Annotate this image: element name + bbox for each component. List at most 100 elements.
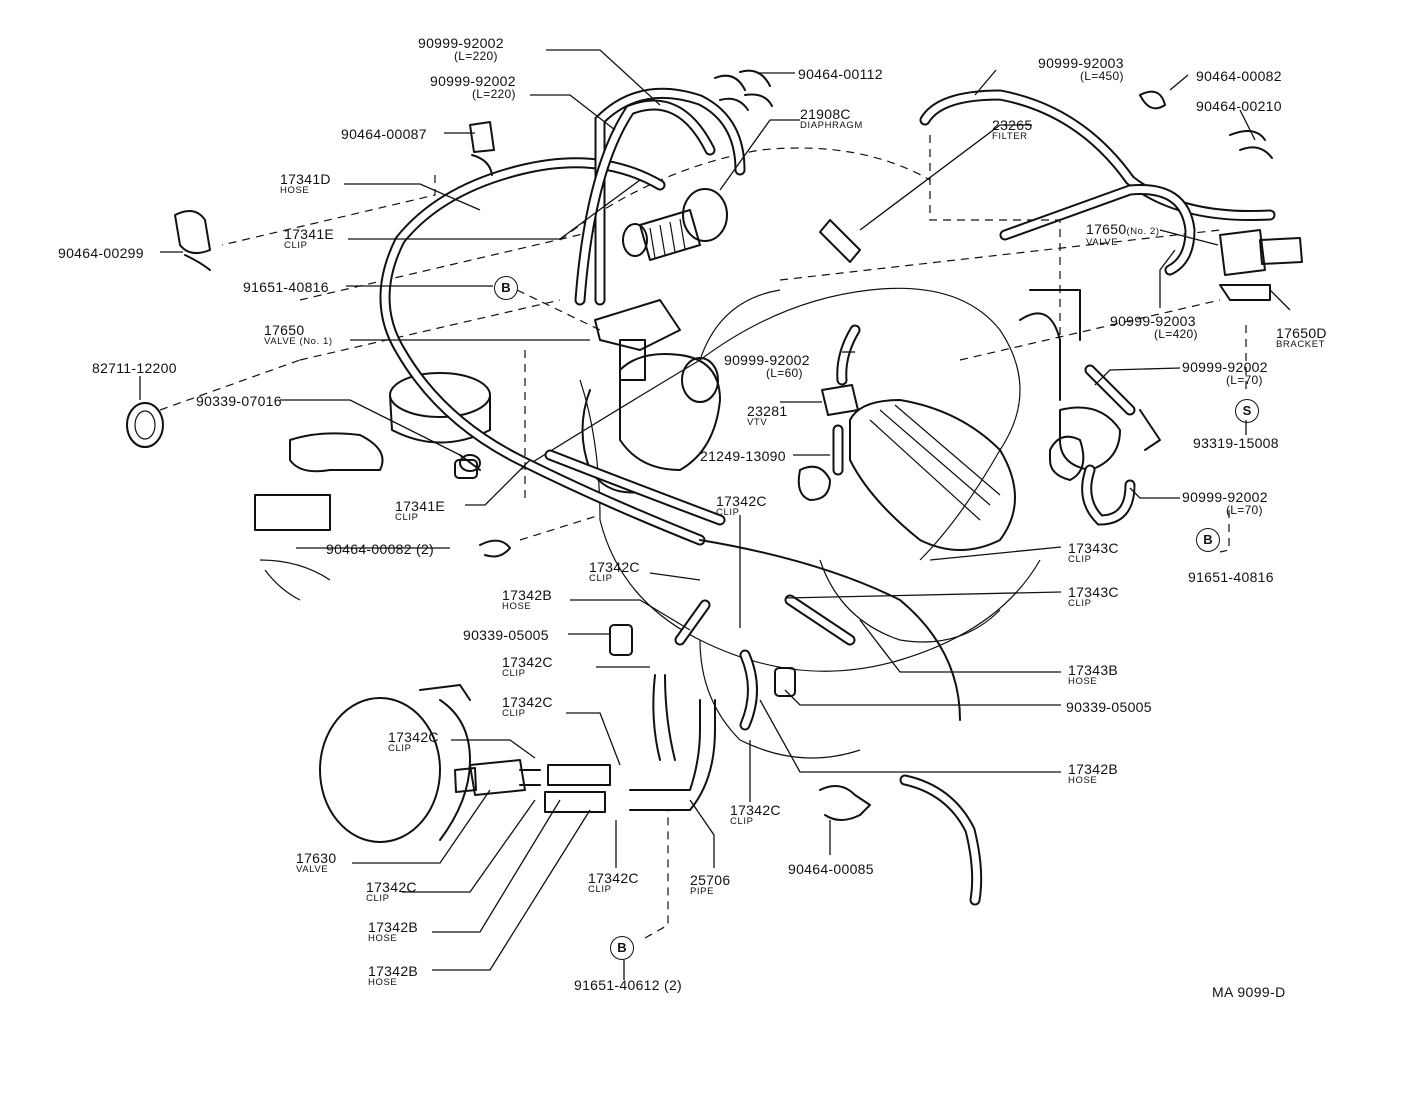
part-number: 17341E [395,498,446,514]
part-subcaption: PIPE [690,886,715,897]
callout-c17: 90464-00210 [1196,99,1282,113]
part-number: 90464-00082 [1196,68,1282,84]
part-number: 17342C [716,493,767,509]
part-number: 90999-92003 [1110,313,1196,329]
callout-c18: 23265 FILTER [992,118,1032,142]
valve-no2-assembly [819,89,1303,526]
drawing-reference-code: MA 9099-D [1212,984,1286,1000]
callout-c04: 21908C DIAPHRAGM [800,107,863,131]
callout-c44: 17342C CLIP [366,880,417,904]
part-subcaption: HOSE [1068,676,1098,687]
part-number: 91651-40816 [1188,569,1274,585]
part-subcaption: CLIP [730,816,754,827]
part-number: 93319-15008 [1193,435,1279,451]
part-number: 17342B [368,919,419,935]
part-number: 90339-05005 [463,627,549,643]
callout-c38: 17343B HOSE [1068,663,1118,687]
part-subcaption: HOSE [1068,775,1098,786]
part-number: 90339-05005 [1066,699,1152,715]
part-number: 90999-92003 [1038,55,1124,71]
part-number: 17342B [502,587,553,603]
callout-c37: 17343C CLIP [1068,585,1119,609]
callout-c14: 90464-00082 (2) [326,542,434,556]
part-subcaption: BRACKET [1276,339,1326,350]
callout-c31: 17342B HOSE [502,588,552,612]
part-number: 90464-00087 [341,126,427,142]
part-subcaption: CLIP [502,668,526,679]
callout-c24: 21249-13090 [700,449,786,463]
callout-c47: 17342B HOSE [368,920,418,944]
part-number: 17342C [502,694,553,710]
part-subcaption: CLIP [589,573,613,584]
callout-c45: 17342C CLIP [588,871,639,895]
part-number: 17650 [264,322,305,338]
callout-c39: 90339-05005 [1066,700,1152,714]
part-subcaption: (L=70) [1226,373,1263,387]
callout-c13: 17341E CLIP [395,499,445,523]
callout-c01: 90999-92002 (L=220) [418,36,504,62]
part-number: 17343C [1068,584,1119,600]
callout-c33: 17342C CLIP [502,655,553,679]
part-subcaption: CLIP [502,708,526,719]
part-subcaption: DIAPHRAGM [800,120,863,131]
part-number: 90999-92002 [724,352,810,368]
callout-c10: 17650 VALVE (No. 1) [264,323,333,347]
callout-c46: 25706 PIPE [690,873,730,897]
part-subcaption: CLIP [284,240,308,251]
part-number: 17342C [730,802,781,818]
part-number: 17341E [284,226,335,242]
part-number: 17343B [1068,662,1119,678]
callout-c48: 17342B HOSE [368,964,418,988]
part-number: 17342C [588,870,639,886]
radiator-area [126,372,491,601]
part-subcaption: CLIP [366,893,390,904]
part-subcaption: (L=70) [1226,503,1263,517]
callout-c03: 90464-00112 [798,67,883,81]
part-subcaption: (L=220) [472,87,516,101]
part-extra: (No. 2) [1126,226,1160,237]
part-subcaption: (L=450) [1080,69,1124,83]
callout-c27: 90999-92002 (L=70) [1182,490,1268,516]
part-subcaption: CLIP [716,507,740,518]
part-number: 21249-13090 [700,448,786,464]
part-number: 90999-92002 [1182,359,1268,375]
callout-c36: 17343C CLIP [1068,541,1119,565]
part-number: 90464-00299 [58,245,144,261]
callout-c49: 91651-40612 (2) [574,978,682,992]
callout-c05: 90464-00087 [341,127,427,141]
part-number: 23281 [747,403,788,419]
part-subcaption: (L=60) [766,366,803,380]
callout-c02: 90999-92002 (L=220) [430,74,516,100]
part-number: 90999-92002 [1182,489,1268,505]
part-subcaption: (L=220) [454,49,498,63]
lower-assembly [319,459,856,843]
part-number: 17342C [366,879,417,895]
part-number: 23265 [992,117,1033,133]
part-subcaption: FILTER [992,131,1028,142]
marker-s: S [1235,399,1259,423]
clip-clusters [174,69,1273,821]
callout-c16: 90464-00082 [1196,69,1282,83]
part-subcaption: CLIP [1068,598,1092,609]
part-number: 82711-12200 [92,360,177,376]
marker-b-lower: B [610,936,634,960]
part-subcaption: VALVE [1086,237,1119,248]
part-subcaption: CLIP [588,884,612,895]
callout-c28: 91651-40816 [1188,570,1274,584]
part-subcaption: VALVE [296,864,329,875]
callout-c30: 17342C CLIP [589,560,640,584]
part-number: 17342B [1068,761,1119,777]
callout-c12: 90339-07016 [196,394,282,408]
callout-c42: 90464-00085 [788,862,874,876]
part-subcaption: HOSE [368,933,398,944]
part-number: 90339-07016 [196,393,282,409]
part-number: 25706 [690,872,731,888]
callout-c23: 23281 VTV [747,404,787,428]
part-number: 17650D [1276,325,1327,341]
part-number: 91651-40816 [243,279,329,295]
callout-c26: 93319-15008 [1193,436,1279,450]
upper-hoses [379,87,961,721]
marker-b-right: B [1196,528,1220,552]
part-subcaption: VTV [747,417,768,428]
